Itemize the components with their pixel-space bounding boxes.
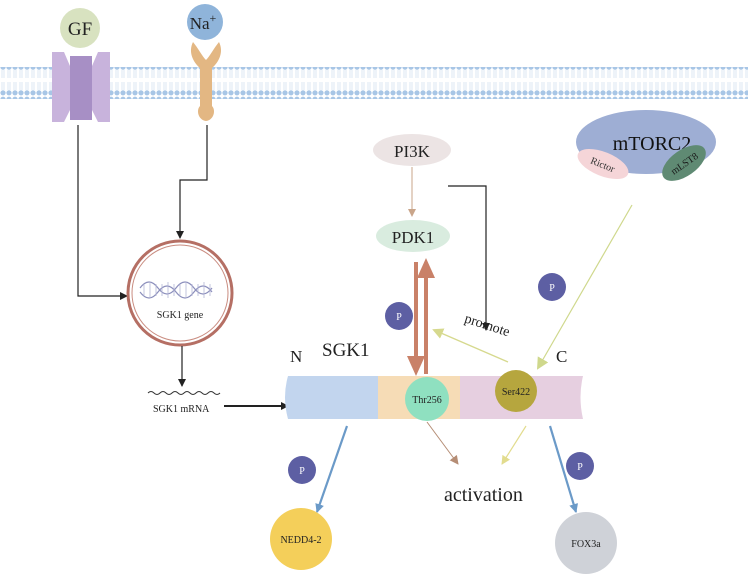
- c-terminus-label: C: [556, 347, 567, 366]
- phospho-circle: P: [288, 456, 316, 484]
- ser422-activation-arrow: [501, 425, 527, 465]
- thr256-activation-arrow: [426, 421, 459, 465]
- promote-arrow: [432, 328, 509, 363]
- phospho-circle: P: [385, 302, 413, 330]
- svg-text:P: P: [396, 312, 402, 323]
- pi3k-label: PI3K: [394, 142, 431, 161]
- activation-label: activation: [444, 484, 523, 506]
- pi3k-node: PI3K: [373, 134, 451, 166]
- sgk1-protein-label: SGK1: [322, 340, 370, 361]
- nedd4-2-label: NEDD4-2: [280, 535, 321, 546]
- thr256-label: Thr256: [412, 395, 441, 406]
- sgk1-protein: N SGK1 C: [285, 340, 583, 419]
- phospho-circle: P: [538, 273, 566, 301]
- sgk1-to-foxo3a-arrow: [548, 425, 578, 513]
- gf-receptor: GF: [52, 8, 110, 122]
- gf-to-gene-arrow: [77, 125, 128, 300]
- ser422-site: Ser422: [495, 370, 537, 412]
- gf-label: GF: [68, 19, 92, 40]
- phospho-circle: P: [566, 452, 594, 480]
- na-to-gene-arrow: [176, 125, 208, 239]
- na-label: Na: [190, 14, 210, 33]
- pi3k-promote-arrow: [448, 185, 490, 331]
- ser422-label: Ser422: [502, 387, 530, 398]
- svg-text:Na+: Na+: [190, 11, 217, 33]
- mtorc2-label: mTORC2: [613, 133, 692, 155]
- mtorc2-to-ser422-arrow: [537, 204, 633, 370]
- svg-text:P: P: [299, 466, 305, 477]
- promote-label: promote: [462, 312, 511, 341]
- nedd4-2-target: NEDD4-2: [270, 508, 332, 570]
- cell-membrane: [0, 67, 748, 99]
- pdk1-label: PDK1: [392, 228, 435, 247]
- foxo3a-label: FOX3a: [571, 539, 601, 550]
- svg-text:P: P: [577, 462, 583, 473]
- na-receptor: Na+: [187, 4, 223, 121]
- svg-text:P: P: [549, 283, 555, 294]
- pdk1-thr256-dual-arrow: [407, 258, 435, 376]
- dna-helix: [139, 281, 213, 299]
- sgk1-gene: SGK1 gene: [126, 239, 234, 347]
- sgk1-mrna-label: SGK1 mRNA: [153, 404, 210, 415]
- foxo3a-target: FOX3a: [555, 512, 617, 574]
- thr256-site: Thr256: [405, 377, 449, 421]
- sgk1-gene-label: SGK1 gene: [157, 310, 204, 321]
- sgk1-to-nedd4-arrow: [315, 425, 349, 513]
- mtorc2-complex: mTORC2 Rictor mLST8: [576, 110, 716, 181]
- n-terminus-label: N: [290, 347, 302, 366]
- pdk1-node: PDK1: [376, 220, 450, 252]
- mrna-wave: [147, 391, 221, 395]
- na-charge: +: [210, 11, 217, 25]
